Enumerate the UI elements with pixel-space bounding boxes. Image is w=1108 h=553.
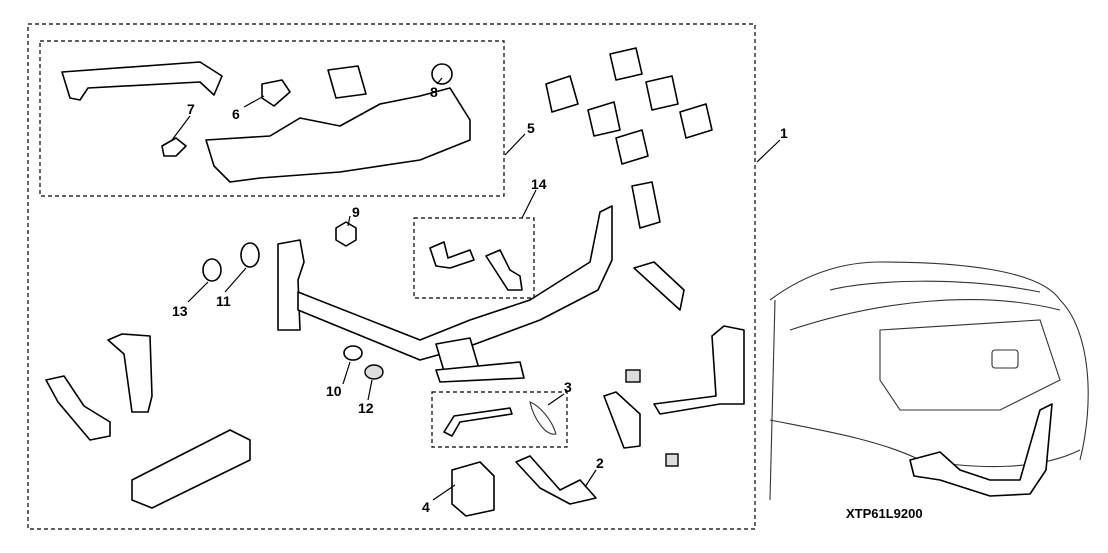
pad bbox=[327, 65, 367, 99]
bolt bbox=[429, 241, 475, 269]
illustration-code: XTP61L9200 bbox=[846, 506, 923, 521]
callout-2: 2 bbox=[596, 455, 604, 471]
bolt-group-box bbox=[413, 217, 535, 299]
harness-connector bbox=[451, 461, 495, 517]
angle-bracket bbox=[131, 429, 251, 509]
callout-13: 13 bbox=[172, 303, 188, 319]
callout-8: 8 bbox=[430, 84, 438, 100]
harness-bracket bbox=[515, 455, 597, 505]
pin-clip-group-box bbox=[431, 391, 568, 448]
callout-1: 1 bbox=[780, 125, 788, 141]
right-bracket bbox=[653, 325, 745, 415]
vehicle-rear-illustration bbox=[769, 261, 1089, 501]
hitch-clip bbox=[529, 401, 557, 435]
spacer-2 bbox=[665, 453, 679, 467]
callout-7: 7 bbox=[187, 101, 195, 117]
screw bbox=[161, 137, 187, 157]
leader-lines bbox=[171, 77, 781, 501]
callout-10: 10 bbox=[326, 383, 342, 399]
washer-small bbox=[343, 345, 363, 361]
clip-pads bbox=[545, 47, 713, 165]
callout-11: 11 bbox=[216, 293, 231, 309]
spacer bbox=[625, 369, 641, 383]
callout-6: 6 bbox=[232, 106, 240, 122]
callout-3: 3 bbox=[564, 379, 572, 395]
right-bracket-2 bbox=[603, 391, 641, 449]
hitch-pin bbox=[443, 407, 513, 437]
gusset-plate bbox=[631, 181, 661, 229]
bracket-kit-group-box bbox=[39, 40, 505, 197]
undercover-panel bbox=[205, 87, 471, 183]
hitch-receiver bbox=[277, 205, 613, 383]
callout-4: 4 bbox=[422, 499, 430, 515]
callout-14: 14 bbox=[531, 176, 547, 192]
washer-large bbox=[240, 242, 260, 268]
grommet bbox=[431, 63, 453, 85]
lock-washer bbox=[202, 258, 222, 282]
trim-plate bbox=[61, 61, 223, 101]
nut bbox=[335, 221, 357, 247]
bolt-2 bbox=[485, 249, 523, 291]
callout-12: 12 bbox=[358, 400, 374, 416]
washer-small-2 bbox=[364, 364, 384, 380]
callout-9: 9 bbox=[352, 204, 360, 220]
clip-nut bbox=[261, 79, 291, 107]
gusset-plate-2 bbox=[633, 261, 685, 311]
left-bracket-2 bbox=[45, 375, 111, 441]
callout-5: 5 bbox=[527, 120, 535, 136]
left-bracket bbox=[107, 333, 153, 413]
